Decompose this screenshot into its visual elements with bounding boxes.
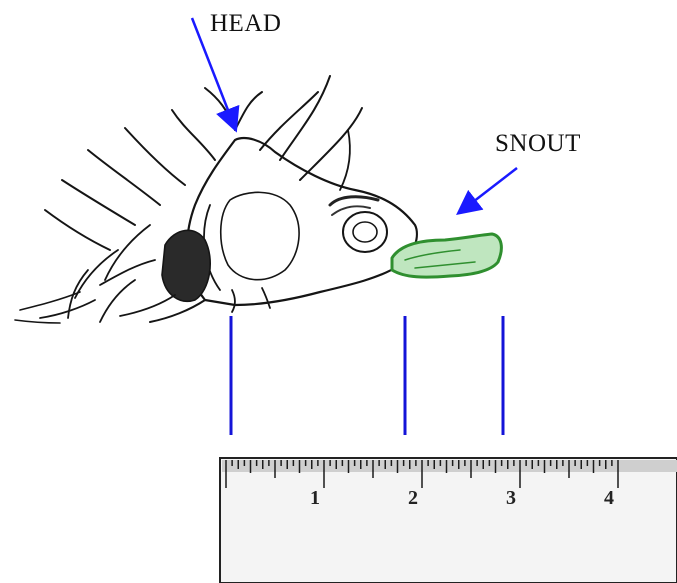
ruler: 1 2 3 4 <box>220 458 677 583</box>
ruler-number: 2 <box>408 487 418 509</box>
snout-shape <box>392 234 501 277</box>
seahorse-illustration <box>15 76 501 323</box>
ruler-number: 3 <box>506 487 516 509</box>
ruler-number: 4 <box>604 487 614 509</box>
head-arrow <box>192 18 235 128</box>
snout-arrow <box>460 168 517 212</box>
ruler-number: 1 <box>310 487 320 509</box>
